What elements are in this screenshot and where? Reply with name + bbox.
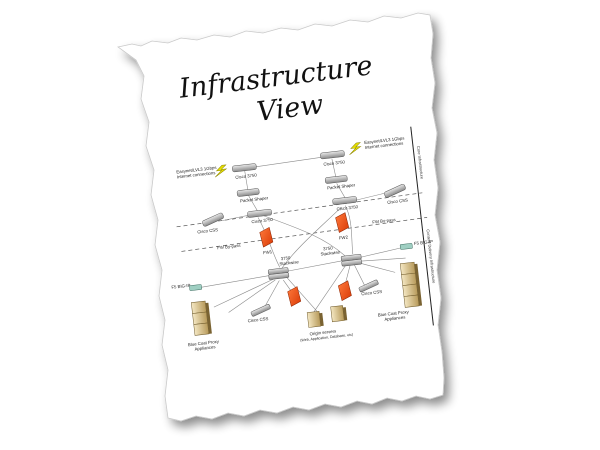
label-f5-left: F5 BIG-IP: [171, 283, 191, 290]
label-bluecoat-left-2: Appliances: [194, 344, 215, 351]
label-cisco-css-left: Cisco CSS: [197, 227, 218, 234]
switch-cisco-3750-right-mid: [332, 196, 357, 205]
label-fw-bypass-left: FW By-pass: [217, 243, 241, 251]
label-cisco-3750-right-top: Cisco 3750: [323, 159, 346, 166]
label-bluecoat-left-1: Blue Coat Proxy: [188, 339, 220, 348]
label-bluecoat-right-2: Appliances: [384, 315, 405, 322]
label-wan-right-1: Easynet/LVL3 1Gbps: [364, 135, 405, 145]
label-fw-bypass-right: FW By-pass: [372, 217, 396, 225]
label-stack-right-1: 3750: [323, 245, 334, 251]
network-links: [199, 155, 413, 314]
bluecoat-appliances-left: [190, 300, 212, 336]
packet-shaper-right: [324, 175, 348, 184]
label-cisco-css-right: Cisco CSS: [387, 197, 408, 204]
zone-separator-top: [176, 192, 423, 228]
label-f5-right: F5 BIG-IP: [414, 239, 434, 246]
label-origin-servers-2: (Web, Application, Database, etc): [300, 333, 353, 343]
f5-bigip-right: [399, 243, 413, 250]
label-stack-left-1: 3750: [281, 255, 292, 261]
label-wan-left-2: Internet connections: [177, 170, 216, 179]
label-packet-shaper-right: Packet Shaper: [327, 182, 356, 190]
firewall-fw2-icon: [335, 212, 350, 233]
label-cisco-3750-left-top: Cisco 3750: [235, 172, 258, 179]
label-cisco-3750-right-mid: Cisco 3750: [336, 204, 359, 211]
label-bluecoat-right-1: Blue Coat Proxy: [378, 309, 410, 318]
switch-cisco-3750-right-top: [320, 150, 345, 160]
label-cisco-css-lower-right: Cisco CSS: [361, 289, 382, 296]
side-label-core: Core Infrastructure: [416, 146, 425, 180]
zone-separator-bottom: [181, 217, 428, 252]
packet-shaper-left: [236, 188, 260, 197]
label-origin-servers-1: Origin servers: [309, 328, 336, 336]
cisco-css-left: [202, 212, 224, 227]
label-cisco-3750-left-mid: Cisco 3750: [251, 217, 274, 224]
label-stack-right-2: Stackwise: [320, 249, 340, 256]
cisco-css-lower-left: [250, 304, 271, 317]
firewall-lower-right-icon: [338, 280, 352, 301]
side-label-content-delivery: Content Delivery Infrastructure: [426, 229, 437, 284]
origin-server-right: [330, 305, 348, 323]
label-fw1: FW1: [263, 249, 273, 255]
origin-server-left: [306, 310, 324, 328]
firewall-lower-left-icon: [287, 286, 302, 307]
zone-bracket: [410, 126, 434, 326]
switch-cisco-3750-left-mid: [247, 208, 272, 218]
f5-bigip-left: [189, 284, 202, 291]
label-wan-left-1: Easynet/LVL3 1Gbps: [176, 165, 217, 175]
firewall-fw1-icon: [259, 226, 274, 248]
switch-cisco-3750-left-top: [232, 163, 257, 173]
cisco-css-lower-right: [358, 279, 379, 293]
label-wan-right-2: Internet connections: [365, 141, 404, 150]
bluecoat-appliances-right: [399, 261, 423, 308]
cisco-css-right: [384, 183, 406, 198]
label-fw2: FW2: [339, 234, 349, 240]
lightning-icon-right: [349, 142, 362, 155]
label-stack-left-2: Stackwise: [279, 259, 299, 266]
stackwise-switch-left: [267, 267, 290, 280]
label-cisco-css-lower-left: Cisco CSS: [247, 316, 268, 323]
network-diagram: Easynet/LVL3 1Gbps Internet connections …: [171, 126, 437, 352]
label-packet-shaper-left: Packet Shaper: [240, 195, 269, 203]
stackwise-switch-right: [340, 254, 363, 267]
lightning-icon-left: [215, 164, 228, 178]
